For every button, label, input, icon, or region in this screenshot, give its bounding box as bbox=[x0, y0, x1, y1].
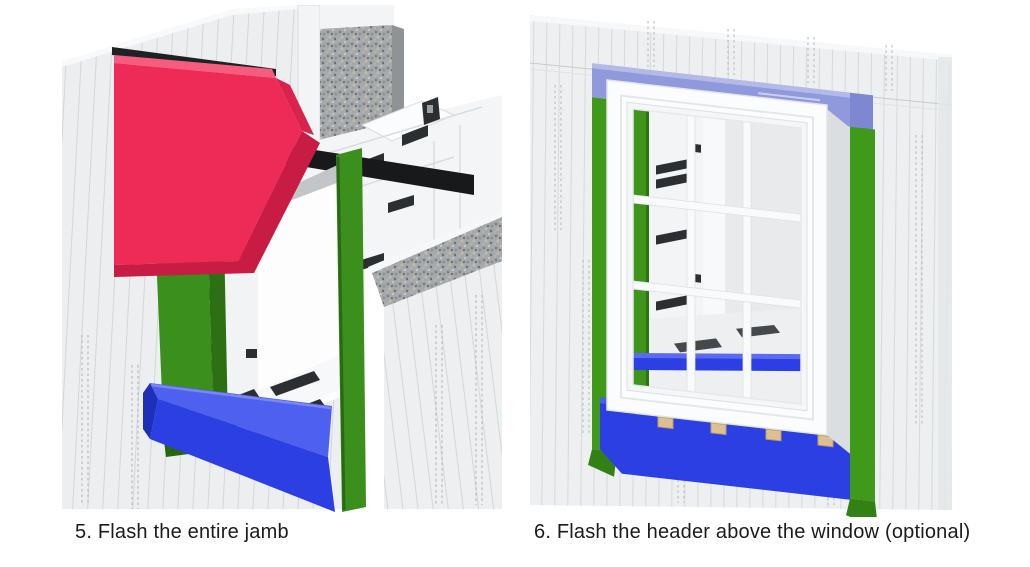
step-6-figure bbox=[528, 5, 958, 517]
window-frame-return bbox=[827, 109, 850, 454]
fastener-strip-marks bbox=[554, 21, 923, 505]
window-grille bbox=[632, 114, 802, 399]
step-6-illustration bbox=[529, 15, 953, 517]
window bbox=[606, 79, 850, 454]
sill-flashing bbox=[143, 383, 335, 512]
step-5-illustration bbox=[62, 5, 502, 512]
step-5-figure bbox=[62, 5, 502, 517]
jamb-flashing-right bbox=[846, 126, 878, 517]
header-flashing bbox=[112, 47, 320, 277]
fastener-strip-marks bbox=[81, 295, 483, 509]
shims bbox=[657, 416, 834, 448]
concrete-core-slab bbox=[372, 217, 502, 307]
step-6-caption: 6. Flash the header above the window (op… bbox=[534, 521, 971, 543]
jamb-flashing-right bbox=[336, 148, 366, 512]
step-5-caption: 5. Flash the entire jamb bbox=[75, 521, 289, 543]
window-glass bbox=[633, 108, 801, 405]
